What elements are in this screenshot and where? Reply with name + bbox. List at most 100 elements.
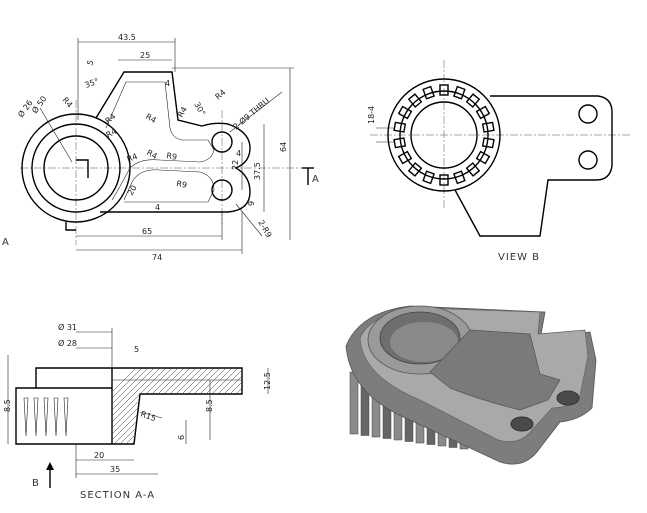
leader-dia	[39, 107, 73, 163]
gear-outer-circle	[387, 78, 501, 192]
hatch-line	[209, 368, 242, 444]
mount-hole-upper	[211, 131, 233, 153]
isometric-render	[345, 305, 597, 465]
section-title: SECTION A-A	[80, 490, 155, 501]
dim-r4-e: R4	[214, 88, 228, 102]
dim-5: 5	[85, 59, 95, 67]
dim-thru: 2-Ø9 THRU	[231, 95, 271, 131]
gear-tooth	[397, 105, 413, 120]
gear-tooth	[439, 84, 449, 96]
dim-35deg: 35°	[84, 77, 100, 90]
gear-tooth	[422, 85, 435, 100]
hatch-line	[233, 368, 242, 444]
section-slot	[63, 397, 69, 437]
gear-tooth	[422, 170, 435, 185]
dim-20-section: 20	[94, 451, 104, 460]
dim-43_5: 43.5	[118, 33, 136, 42]
section-slot	[23, 397, 29, 437]
dim-r4-h: R4	[145, 148, 159, 161]
section-letter-right: A	[312, 174, 320, 185]
body-outline	[95, 71, 251, 213]
hatch-line	[131, 368, 213, 444]
section-slot	[33, 397, 39, 437]
dim-74: 74	[152, 253, 162, 262]
gear-tooth	[481, 121, 495, 133]
hatch-line	[112, 368, 189, 444]
section-slot	[53, 397, 59, 437]
dim-25: 25	[140, 51, 150, 60]
leader-thru	[229, 91, 283, 133]
hatch-line	[112, 368, 153, 444]
gear-tooth	[453, 170, 466, 185]
dim-37_5: 37.5	[253, 162, 262, 180]
view-b-dim: 18-4	[367, 106, 376, 124]
dim-6: 6	[177, 435, 186, 440]
pocket-outline-lower	[123, 169, 215, 203]
section-cut-marker-center	[76, 159, 89, 178]
section-cut-marker-left	[65, 222, 76, 231]
hatch-line	[239, 368, 242, 444]
dim-r4-f: R4	[105, 127, 119, 140]
gear-bore-circle	[410, 101, 478, 169]
bore-circle	[43, 135, 109, 201]
dim-9: 9	[247, 201, 256, 206]
gear-tooth	[393, 121, 407, 133]
view-b-arrow-label: B	[32, 478, 40, 489]
iso-pocket	[429, 329, 561, 411]
dim-2r9: 2-R9	[256, 219, 273, 240]
dim-dia31: Ø 31	[58, 322, 77, 332]
gear-slots-section	[23, 397, 69, 437]
hatch-line	[112, 368, 177, 444]
hatch-line	[203, 368, 242, 444]
gear-root-circle	[399, 90, 489, 180]
gear-tooth	[439, 174, 449, 186]
dim-12_5: 12.5	[263, 372, 272, 390]
bore-outer-circle	[31, 123, 121, 213]
view-b-arrowhead	[46, 462, 54, 470]
section-slot	[43, 397, 49, 437]
leader-r9	[235, 203, 263, 237]
gear-tooth	[407, 93, 423, 108]
dim-5-section: 5	[134, 345, 139, 354]
hatch-line	[119, 368, 201, 444]
view-b-hole-upper	[578, 104, 598, 124]
leader-r15	[139, 411, 163, 419]
dim-64: 64	[279, 142, 288, 152]
gear-tooth	[453, 85, 466, 100]
hatch-line	[185, 368, 242, 444]
dim-r15: R15	[139, 409, 157, 423]
hatch-line	[191, 368, 242, 444]
hatch-line	[125, 368, 207, 444]
gear-tooth	[465, 162, 481, 177]
section-view: Ø 31 Ø 28 5 8.5 8.5 12.5 R15 6 20 35 B S…	[3, 322, 356, 501]
section-letter-left: A	[2, 237, 10, 248]
hatch-line	[264, 364, 344, 444]
mount-hole-lower	[211, 179, 233, 201]
dim-22: 22	[231, 160, 240, 170]
dim-30deg: 30°	[192, 101, 207, 118]
dim-8_5-left: 8.5	[3, 399, 12, 412]
hatch-line	[161, 368, 242, 444]
dim-r4-g: R4	[126, 152, 139, 164]
iso-boss-bore-inner	[390, 322, 458, 362]
hatch-line	[155, 368, 237, 444]
dim-20: 20	[126, 184, 139, 197]
top-view: 43.5 25 5 35° 4 30° R4 R4 R4 R4 R4 R4 R4…	[2, 33, 320, 262]
hatch-line	[112, 368, 183, 444]
hatch-line	[215, 368, 242, 444]
dim-r9-a: R9	[166, 151, 178, 162]
iso-fin	[349, 371, 359, 435]
hatch-line	[179, 368, 242, 444]
view-b: 18-4 VIEW B	[367, 60, 630, 263]
gear-tooth	[465, 93, 481, 108]
hatch-line	[221, 368, 242, 444]
hatch-line	[149, 368, 231, 444]
hatch-line	[246, 364, 326, 444]
hatch-line	[276, 364, 356, 444]
pocket-outline-upper	[105, 81, 215, 201]
hatch-line	[112, 368, 171, 444]
dim-r4-a: R4	[60, 96, 74, 110]
gear-tooth	[481, 137, 495, 149]
